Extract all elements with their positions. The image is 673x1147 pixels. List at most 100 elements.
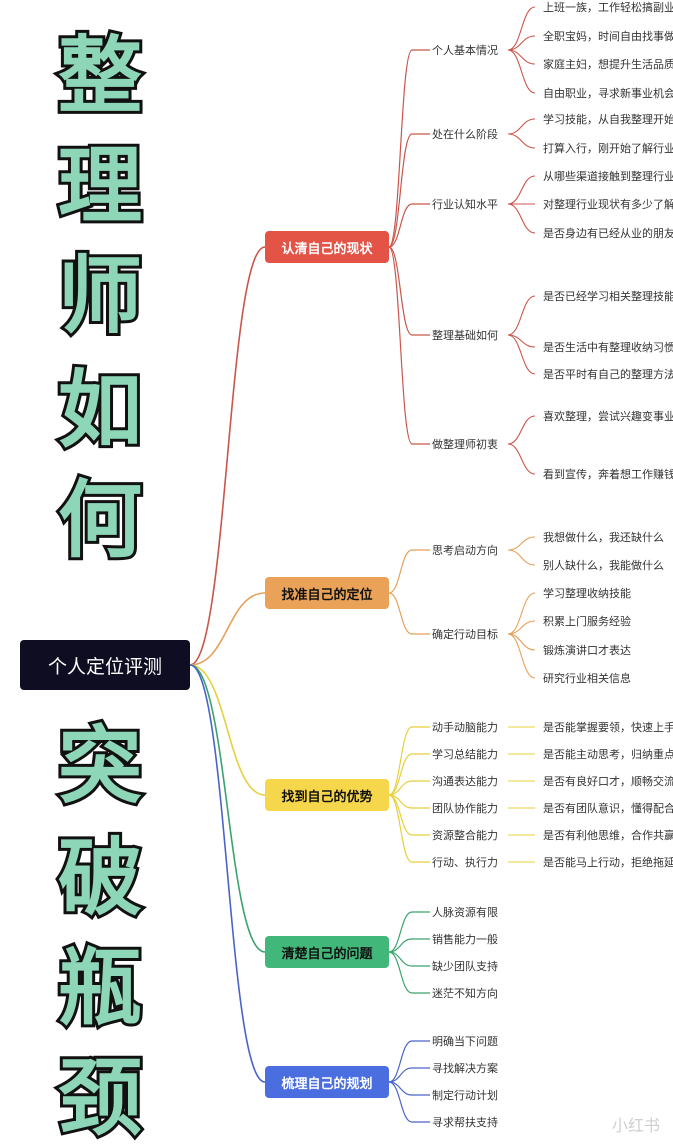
leaf-node[interactable]: 对整理行业现状有多少了解 <box>543 198 673 211</box>
sub-node[interactable]: 做整理师初衷 <box>432 438 498 451</box>
leaf-node[interactable]: 积累上门服务经验 <box>543 615 631 628</box>
leaf-node[interactable]: 上班一族，工作轻松搞副业 <box>543 1 673 14</box>
sub-leaf-link <box>507 35 536 51</box>
sub-leaf-link <box>507 49 536 94</box>
sub-leaf-link <box>507 334 536 375</box>
sub-node[interactable]: 制定行动计划 <box>432 1089 498 1102</box>
sub-node[interactable]: 处在什么阶段 <box>432 128 498 141</box>
sub-node[interactable]: 行动、执行力 <box>432 856 498 869</box>
branch-sub-link <box>388 911 413 953</box>
watermark-logo: 小红书 <box>612 1116 661 1135</box>
sub-node[interactable]: 行业认知水平 <box>432 198 498 211</box>
sub-node[interactable]: 寻求帮扶支持 <box>432 1116 498 1129</box>
branch-node[interactable]: 清楚自己的问题 <box>265 936 389 968</box>
sub-node[interactable]: 整理基础如何 <box>432 329 498 342</box>
leaf-node[interactable]: 打算入行，刚开始了解行业 <box>543 142 673 155</box>
leaf-node[interactable]: 是否身边有已经从业的朋友 <box>543 227 673 240</box>
branch-sub-link <box>388 938 413 953</box>
branch-sub-link <box>388 1067 413 1083</box>
sub-node[interactable]: 寻找解决方案 <box>432 1062 498 1075</box>
sub-node[interactable]: 个人基本情况 <box>432 44 498 57</box>
leaf-node[interactable]: 别人缺什么，我能做什么 <box>543 559 664 572</box>
branch-sub-link <box>388 1040 413 1083</box>
sub-node[interactable]: 沟通表达能力 <box>432 775 498 788</box>
sub-leaf-link <box>507 536 536 551</box>
sub-node[interactable]: 资源整合能力 <box>432 829 498 842</box>
branch-node[interactable]: 梳理自己的规划 <box>265 1066 389 1098</box>
branch-sub-link <box>388 726 413 796</box>
title-char: 如 <box>55 359 145 461</box>
branch-sub-link <box>388 203 413 248</box>
leaf-node[interactable]: 是否有利他思维，合作共赢 <box>543 829 673 842</box>
leaf-node[interactable]: 锻炼演讲口才表达 <box>543 644 631 657</box>
branch-sub-link <box>388 592 413 635</box>
sub-node[interactable]: 团队协作能力 <box>432 802 498 815</box>
leaf-node[interactable]: 是否能掌握要领，快速上手 <box>543 721 673 734</box>
title-char: 整 <box>55 25 145 127</box>
leaf-node[interactable]: 是否已经学习相关整理技能 <box>543 290 673 303</box>
leaf-node[interactable]: 家庭主妇，想提升生活品质 <box>543 58 673 71</box>
branch-sub-link <box>388 951 413 994</box>
sub-node[interactable]: 确定行动目标 <box>432 628 498 641</box>
root-branch-link <box>189 592 266 666</box>
title-char: 颈 <box>55 1047 145 1147</box>
leaf-node[interactable]: 学习技能，从自我整理开始 <box>543 113 673 126</box>
branch-node[interactable]: 找到自己的优势 <box>265 779 389 811</box>
leaf-node[interactable]: 我想做什么，我还缺什么 <box>543 531 664 544</box>
leaf-node[interactable]: 从哪些渠道接触到整理行业 <box>543 170 673 183</box>
leaf-node[interactable]: 喜欢整理，尝试兴趣变事业 <box>543 410 673 423</box>
leaf-node[interactable]: 是否有良好口才，顺畅交流 <box>543 775 673 788</box>
leaf-node[interactable]: 研究行业相关信息 <box>543 672 631 685</box>
sub-node[interactable]: 学习总结能力 <box>432 748 498 761</box>
branch-sub-link <box>388 753 413 796</box>
sub-leaf-link <box>507 6 536 51</box>
title-char: 理 <box>55 135 145 237</box>
root-branch-link <box>189 664 266 953</box>
sub-leaf-link <box>507 415 536 445</box>
root-node[interactable]: 个人定位评测 <box>20 640 190 690</box>
leaf-node[interactable]: 是否能马上行动，拒绝拖延 <box>543 856 673 869</box>
sub-leaf-link <box>507 620 536 635</box>
sub-node[interactable]: 人脉资源有限 <box>432 906 498 919</box>
sub-leaf-link <box>507 592 536 635</box>
branch-sub-link <box>388 1081 413 1123</box>
sub-leaf-link <box>507 443 536 475</box>
sub-leaf-link <box>507 633 536 679</box>
branch-sub-link <box>388 780 413 796</box>
sub-leaf-link <box>507 175 536 205</box>
sub-node[interactable]: 缺少团队支持 <box>432 960 498 973</box>
sub-node[interactable]: 销售能力一般 <box>432 933 498 946</box>
leaf-node[interactable]: 全职宝妈，时间自由找事做 <box>543 30 673 43</box>
title-char: 何 <box>55 469 145 571</box>
sub-leaf-link <box>507 295 536 336</box>
sub-leaf-link <box>507 549 536 566</box>
leaf-node[interactable]: 是否平时有自己的整理方法 <box>543 368 673 381</box>
sub-leaf-link <box>507 118 536 135</box>
sub-leaf-link <box>507 203 536 234</box>
leaf-node[interactable]: 看到宣传，奔着想工作赚钱 <box>543 468 673 481</box>
sub-node[interactable]: 动手动脑能力 <box>432 721 498 734</box>
title-char: 师 <box>55 245 145 347</box>
branch-sub-link <box>388 246 413 445</box>
branch-sub-link <box>388 246 413 336</box>
branch-sub-link <box>388 133 413 248</box>
branch-node[interactable]: 认清自己的现状 <box>265 231 389 263</box>
title-char: 破 <box>55 827 145 929</box>
leaf-node[interactable]: 是否能主动思考，归纳重点 <box>543 748 673 761</box>
leaf-node[interactable]: 自由职业，寻求新事业机会 <box>543 87 673 100</box>
sub-node[interactable]: 明确当下问题 <box>432 1035 498 1048</box>
sub-leaf-link <box>507 133 536 149</box>
sub-node[interactable]: 迷茫不知方向 <box>432 987 498 1000</box>
branch-sub-link <box>388 49 413 248</box>
leaf-node[interactable]: 是否有团队意识，懂得配合 <box>543 802 673 815</box>
root-branch-link <box>189 246 266 666</box>
leaf-node[interactable]: 学习整理收纳技能 <box>543 587 631 600</box>
title-char: 突 <box>55 715 145 817</box>
branch-node[interactable]: 找准自己的定位 <box>265 577 389 609</box>
sub-node[interactable]: 思考启动方向 <box>432 544 498 557</box>
leaf-node[interactable]: 是否生活中有整理收纳习惯 <box>543 341 673 354</box>
root-branch-link <box>189 664 266 796</box>
branch-sub-link <box>388 794 413 863</box>
root-branch-link <box>189 664 266 1083</box>
